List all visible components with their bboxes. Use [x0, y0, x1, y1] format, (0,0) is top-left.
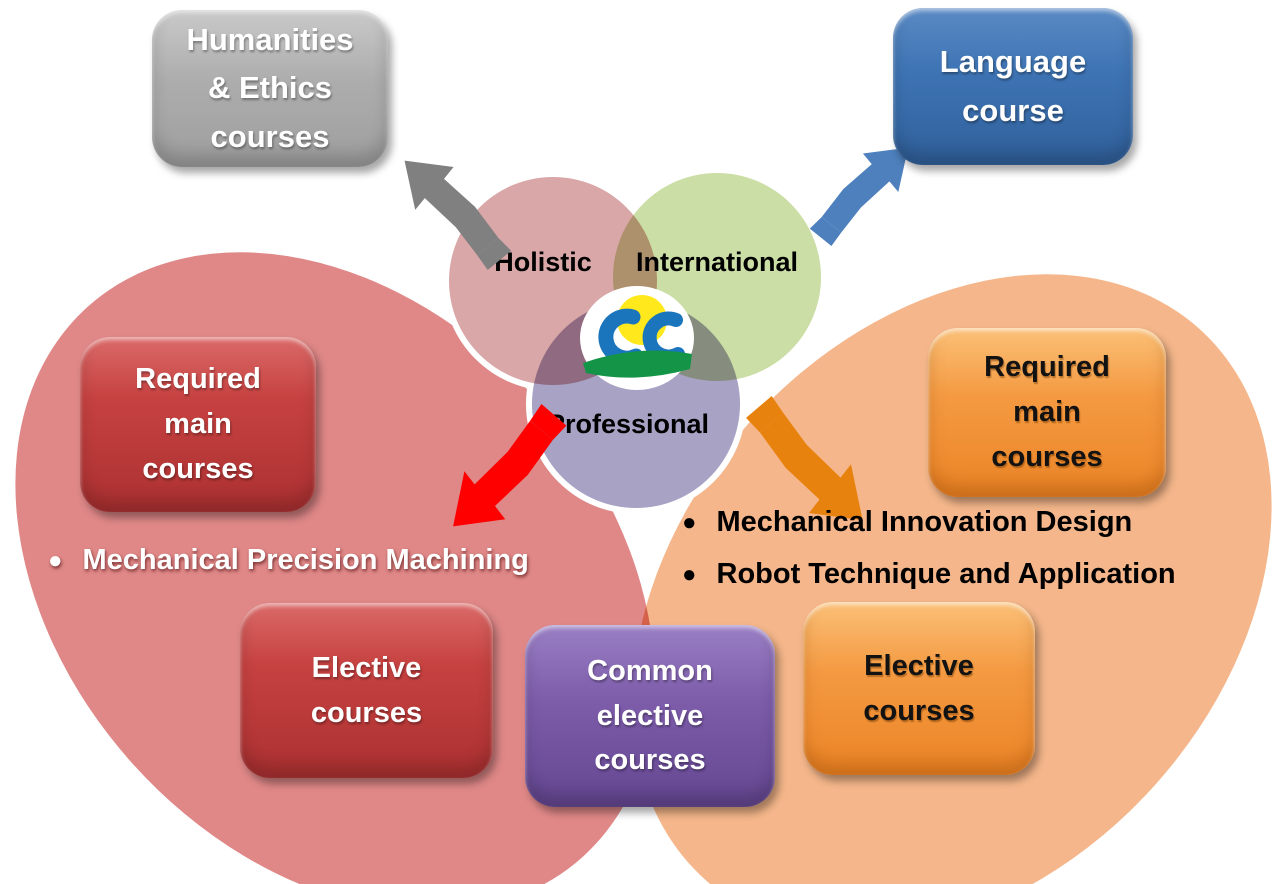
venn-diagram: [443, 167, 827, 514]
bullet-label: Mechanical Innovation Design: [716, 506, 1133, 538]
bullet-item-right-1: ● Mechanical Innovation Design: [682, 506, 1132, 539]
box-required-main-right: Required main courses: [928, 328, 1166, 497]
box-humanities-ethics: Humanities & Ethics courses: [152, 10, 388, 167]
bullet-label: Mechanical Precision Machining: [82, 544, 529, 576]
bullet-icon: ●: [682, 508, 697, 536]
box-elective-left: Elective courses: [240, 603, 493, 778]
venn-label-professional: Professional: [546, 409, 710, 439]
venn-label-international: International: [635, 247, 798, 277]
box-label: Common elective courses: [587, 654, 713, 777]
box-label: Humanities & Ethics courses: [186, 22, 354, 154]
university-logo: [580, 286, 694, 390]
venn-label-holistic: Holistic: [494, 247, 592, 277]
bullet-icon: ●: [682, 560, 697, 588]
bullet-label: Robot Technique and Application: [716, 558, 1176, 590]
box-label: Elective courses: [863, 649, 975, 727]
bullet-item-left-1: ● Mechanical Precision Machining: [48, 544, 529, 577]
box-label: Language course: [939, 44, 1087, 128]
box-required-main-left: Required main courses: [80, 337, 316, 512]
box-elective-right: Elective courses: [803, 602, 1035, 775]
box-label: Required main courses: [135, 363, 261, 485]
bent-arrow-left-track: [453, 404, 567, 527]
green-hill-icon: [583, 350, 692, 378]
bent-arrow-language: [809, 147, 909, 246]
bullet-icon: ●: [48, 546, 63, 574]
box-label: Elective courses: [310, 651, 423, 729]
bullet-item-right-2: ● Robot Technique and Application: [682, 558, 1176, 591]
box-language-course: Language course: [893, 8, 1133, 165]
box-common-elective: Common elective courses: [525, 625, 775, 807]
box-label: Required main courses: [984, 351, 1110, 473]
bent-arrow-humanities: [404, 160, 512, 270]
